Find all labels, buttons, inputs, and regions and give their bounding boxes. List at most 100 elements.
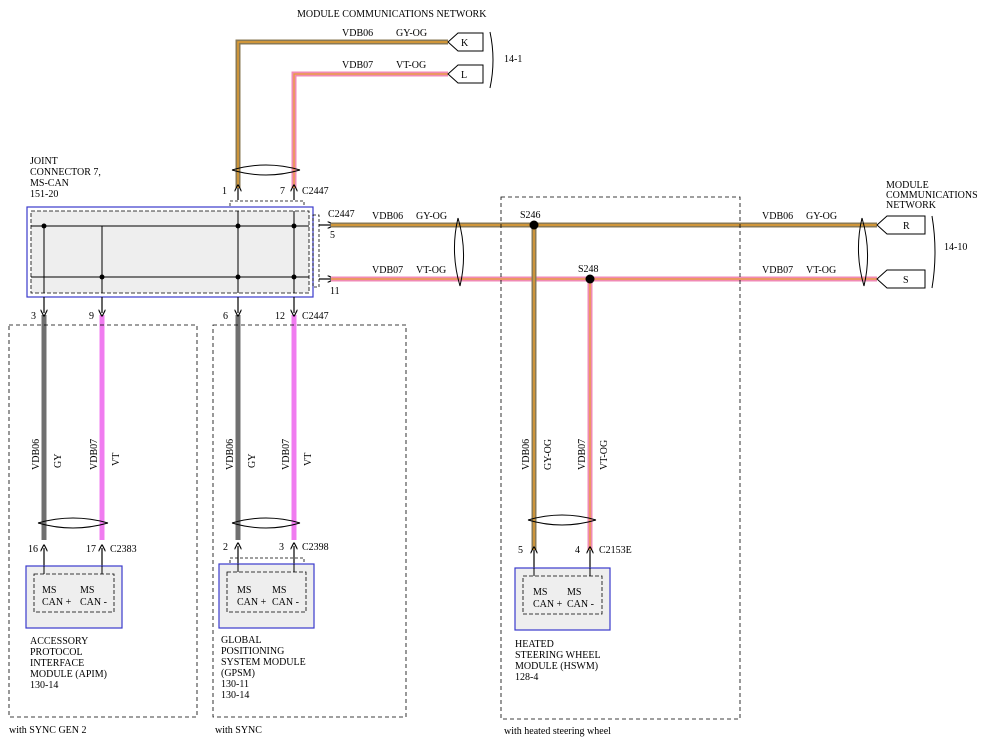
ref-14-1: 14-1: [504, 54, 522, 65]
flag-l-label: L: [461, 70, 467, 81]
option-box-gpsm: [212, 324, 407, 718]
joint-c2447-right: C2447: [328, 209, 355, 220]
flag-s-label: S: [903, 275, 909, 286]
apim-connector: C2383: [110, 544, 137, 555]
apim-module: [25, 565, 123, 629]
apim-ms-1: MS: [42, 585, 56, 596]
right-gy-og-label: GY-OG: [806, 211, 837, 222]
bracket-14-10: [931, 215, 936, 289]
mid-vt-og-label-1: VT-OG: [416, 265, 446, 276]
gpsm-module: [218, 563, 315, 629]
diagram-title: MODULE COMMUNICATIONS NETWORK: [297, 9, 487, 20]
ref-14-10: 14-10: [944, 242, 967, 253]
apim-can-plus: CAN +: [42, 597, 72, 608]
hswm-vdb07-label: VDB07: [577, 439, 588, 470]
hswm-ms-1: MS: [533, 587, 547, 598]
joint-label-4: 151-20: [30, 189, 58, 200]
flag-r-label: R: [903, 221, 910, 232]
bracket-14-1: [489, 31, 494, 89]
apim-can-minus: CAN -: [80, 597, 107, 608]
connector-flag-r: R: [876, 215, 926, 235]
mid-vdb06-label-1: VDB06: [372, 211, 403, 222]
joint-pin12: 12: [275, 311, 285, 322]
gpsm-connector: C2398: [302, 542, 329, 553]
apim-gy-label: GY: [53, 454, 64, 468]
option-box-hswm: [500, 196, 741, 720]
hswm-ref: 128-4: [515, 672, 538, 683]
hswm-ms-2: MS: [567, 587, 581, 598]
hswm-vdb06-label: VDB06: [521, 439, 532, 470]
splice-s248: [585, 274, 595, 284]
apim-ms-2: MS: [80, 585, 94, 596]
hswm-name-1: HEATED: [515, 639, 554, 650]
joint-pin9: 9: [89, 311, 94, 322]
top-vt-og-label: VT-OG: [396, 60, 426, 71]
gpsm-name-4: (GPSM): [221, 668, 255, 679]
joint-pin11: 11: [330, 286, 340, 297]
joint-pin3: 3: [31, 311, 36, 322]
gpsm-vdb07-label: VDB07: [281, 439, 292, 470]
right-title-2: COMMUNICATIONS: [886, 190, 978, 201]
hswm-connector: C2153E: [599, 545, 632, 556]
mid-vdb07-label-1: VDB07: [372, 265, 403, 276]
joint-label-3: MS-CAN: [30, 178, 69, 189]
apim-pin17: 17: [86, 544, 96, 555]
right-vdb07-label: VDB07: [762, 265, 793, 276]
apim-vdb06-label: VDB06: [31, 439, 42, 470]
hswm-can-minus: CAN -: [567, 599, 594, 610]
twist-mark-gpsm: [231, 517, 301, 529]
top-vdb07-label: VDB07: [342, 60, 373, 71]
hswm-pin4: 4: [575, 545, 580, 556]
hswm-vt-og-label: VT-OG: [599, 440, 610, 470]
gpsm-pin3: 3: [279, 542, 284, 553]
right-vt-og-label: VT-OG: [806, 265, 836, 276]
apim-name-1: ACCESSORY: [30, 636, 88, 647]
splice-s246-label: S246: [520, 210, 541, 221]
option-box-apim: [8, 324, 198, 718]
top-vdb06-label: VDB06: [342, 28, 373, 39]
hswm-name-2: STEERING WHEEL: [515, 650, 601, 661]
apim-ref: 130-14: [30, 680, 58, 691]
joint-label-2: CONNECTOR 7,: [30, 167, 101, 178]
gpsm-name-2: POSITIONING: [221, 646, 284, 657]
twist-mark-top: [231, 164, 301, 176]
joint-pin1: 1: [222, 186, 227, 197]
gpsm-ref-2: 130-14: [221, 690, 249, 701]
splice-s246: [529, 220, 539, 230]
gpsm-ms-1: MS: [237, 585, 251, 596]
gpsm-ref-1: 130-11: [221, 679, 249, 690]
apim-name-3: INTERFACE: [30, 658, 84, 669]
wire-vdb07-top: [291, 71, 448, 188]
apim-name-2: PROTOCOL: [30, 647, 83, 658]
apim-pin16: 16: [28, 544, 38, 555]
wire-vdb06-top: [235, 39, 448, 188]
apim-name-4: MODULE (APIM): [30, 669, 107, 680]
joint-c2447-bottom: C2447: [302, 311, 329, 322]
gpsm-gy-label: GY: [247, 454, 258, 468]
apim-option: with SYNC GEN 2: [9, 725, 87, 736]
gpsm-vt-label: VT: [303, 453, 314, 466]
hswm-option: with heated steering wheel: [504, 726, 611, 737]
hswm-gy-og-label: GY-OG: [543, 439, 554, 470]
connector-flag-l: L: [447, 64, 484, 84]
flag-k-label: K: [461, 38, 469, 49]
twist-mark-bus-left: [453, 217, 465, 287]
joint-pin5: 5: [330, 230, 335, 241]
gpsm-pin2: 2: [223, 542, 228, 553]
gpsm-option: with SYNC: [215, 725, 262, 736]
twist-mark-bus-right: [857, 217, 869, 287]
joint-pin7: 7: [280, 186, 285, 197]
gpsm-top-dashed: [229, 557, 305, 565]
right-title-1: MODULE: [886, 180, 929, 191]
apim-vdb07-label: VDB07: [89, 439, 100, 470]
joint-connector-body: [26, 206, 314, 298]
hswm-module: [514, 567, 611, 631]
hswm-name-3: MODULE (HSWM): [515, 661, 598, 672]
gpsm-can-minus: CAN -: [272, 597, 299, 608]
joint-label-1: JOINT: [30, 156, 58, 167]
joint-pin6: 6: [223, 311, 228, 322]
apim-vt-label: VT: [111, 453, 122, 466]
gpsm-ms-2: MS: [272, 585, 286, 596]
mid-gy-og-label-1: GY-OG: [416, 211, 447, 222]
